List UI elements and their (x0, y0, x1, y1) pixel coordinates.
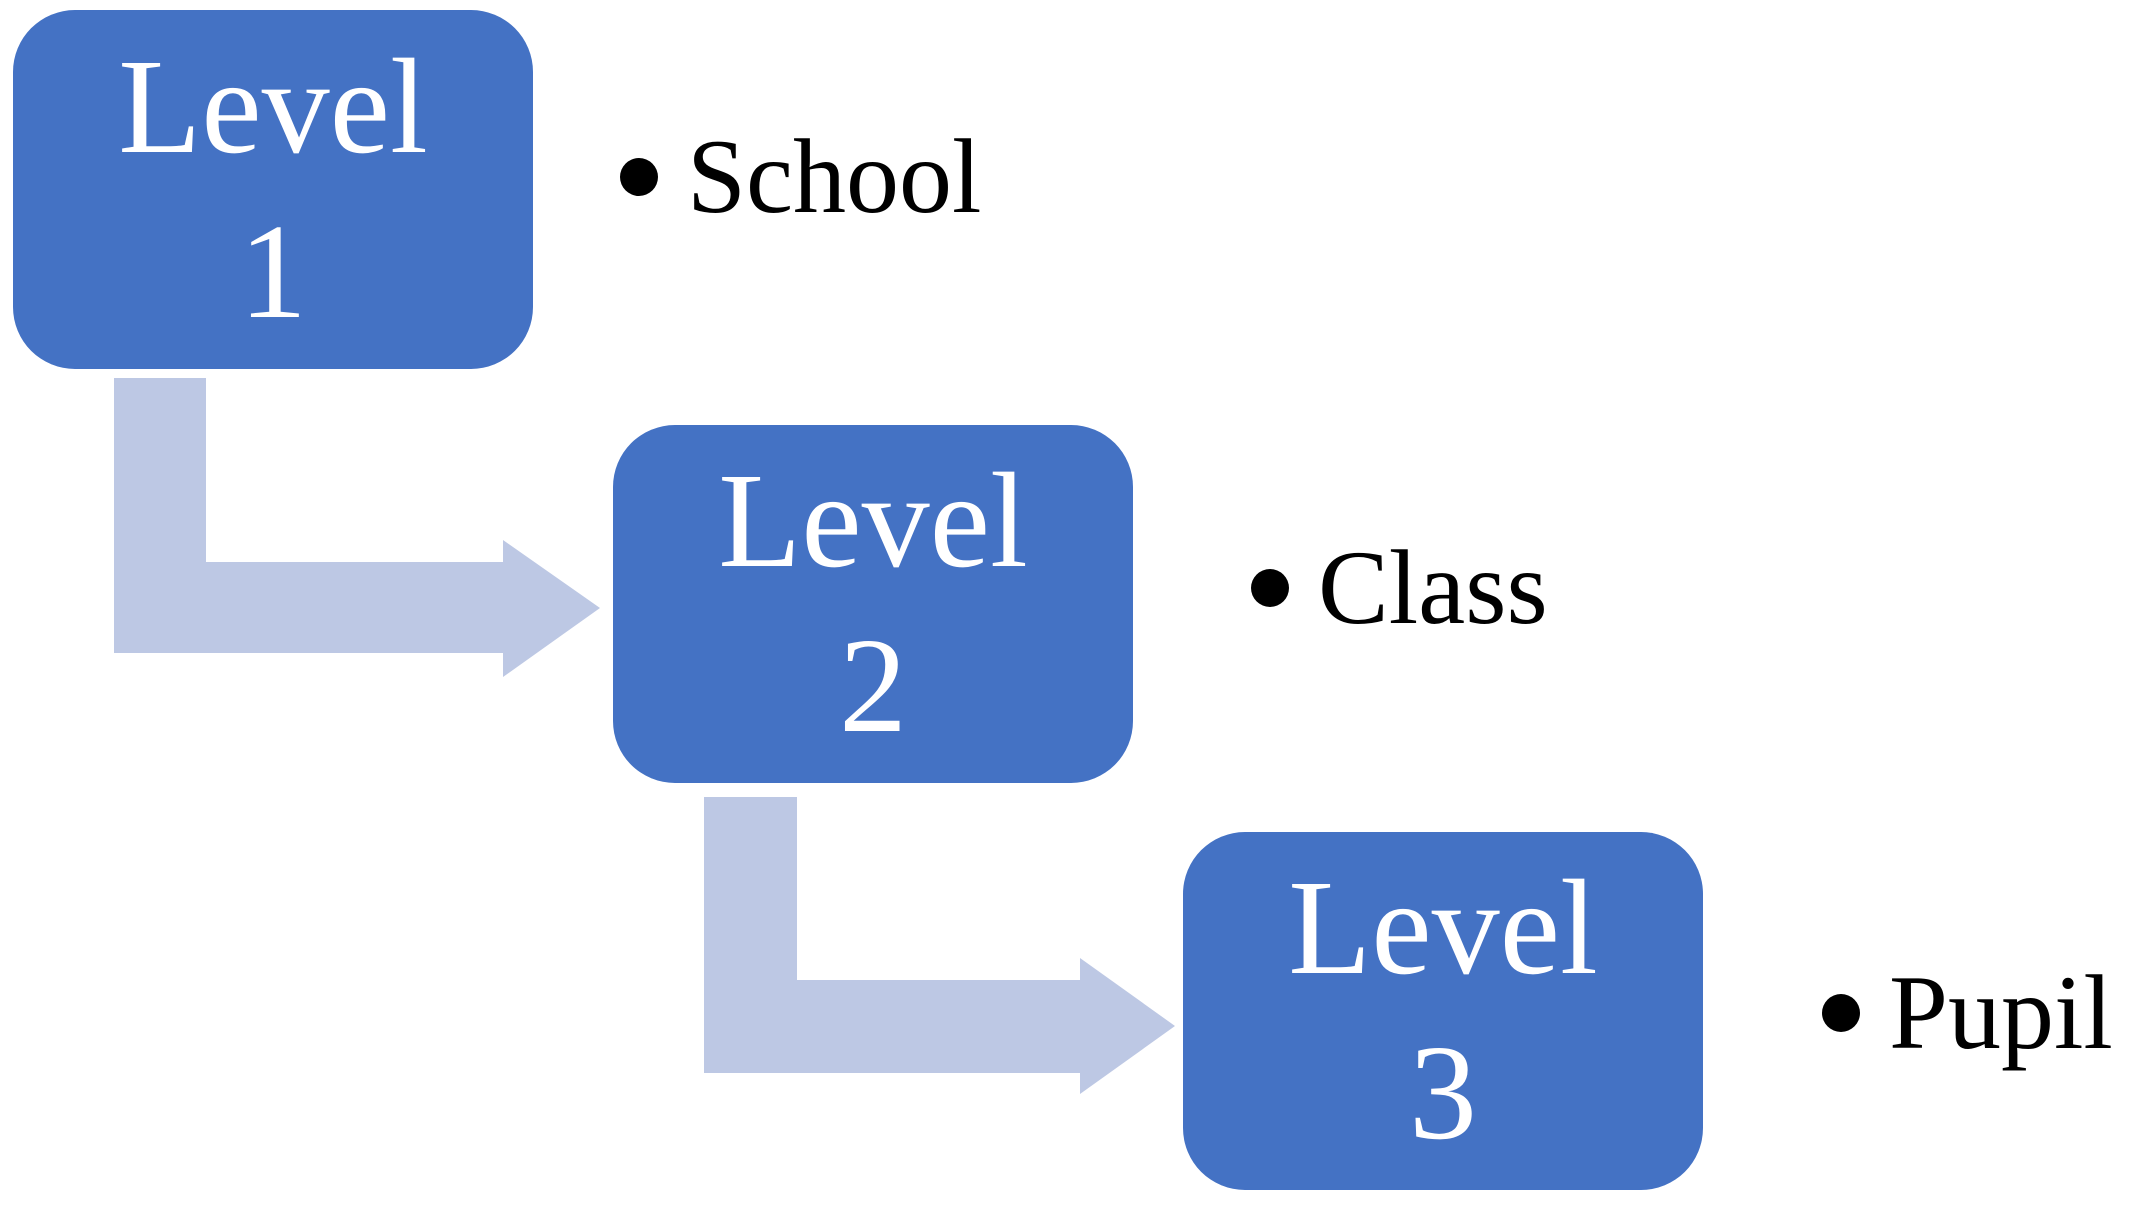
level-2-box: Level 2 (613, 425, 1133, 783)
level-1-label-line2: 1 (239, 196, 307, 347)
bullet-dot-icon (620, 158, 658, 196)
bullet-label-school: School (687, 118, 982, 235)
level-3-box: Level 3 (1183, 832, 1703, 1190)
elbow-arrow-1-icon (114, 378, 600, 677)
level-3-label-line1: Level (1288, 853, 1598, 1003)
bullet-item-school: School (620, 124, 981, 230)
level-2-label-line1: Level (718, 446, 1028, 596)
level-3-label-line2: 3 (1409, 1018, 1477, 1168)
elbow-arrow-2-icon (704, 797, 1175, 1094)
bullet-dot-icon (1822, 994, 1860, 1032)
bullet-label-pupil: Pupil (1889, 954, 2113, 1071)
bullet-item-pupil: Pupil (1822, 960, 2113, 1066)
level-2-label-line2: 2 (839, 611, 907, 761)
level-1-box: Level 1 (13, 10, 533, 369)
bullet-dot-icon (1251, 569, 1289, 607)
bullet-label-class: Class (1318, 529, 1548, 646)
bullet-item-class: Class (1251, 535, 1548, 641)
level-1-label-line1: Level (118, 31, 428, 182)
